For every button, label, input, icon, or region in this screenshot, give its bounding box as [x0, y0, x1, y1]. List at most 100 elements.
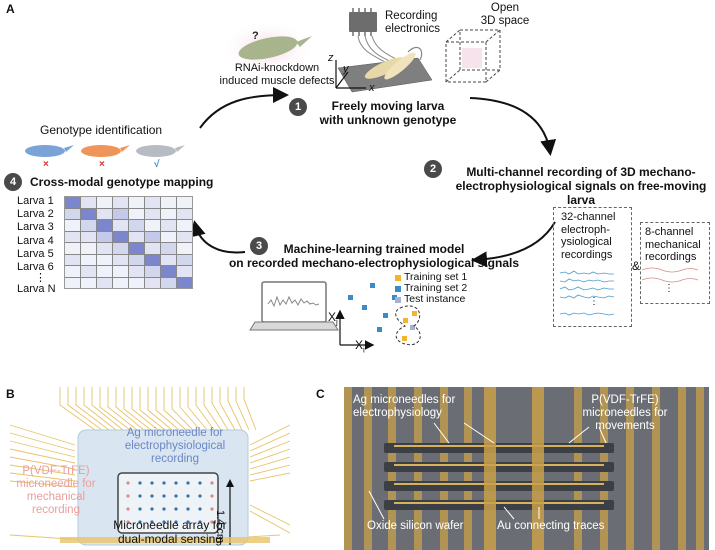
microneedle-dot	[210, 481, 214, 485]
larva-row-label: Larva 3	[17, 221, 54, 234]
microneedle-dot	[162, 520, 166, 524]
heatmap-cell	[65, 266, 80, 277]
heatmap-cell	[129, 231, 144, 242]
microneedle-array	[117, 472, 219, 534]
microneedle-dot	[138, 494, 142, 498]
microneedle-dot	[138, 520, 142, 524]
larva-question: ?	[252, 30, 259, 42]
heatmap-cell	[129, 277, 144, 288]
scale-label: 1.4 cm	[214, 510, 226, 544]
ampersand: &	[632, 259, 641, 273]
heatmap-cell	[161, 277, 176, 288]
pvdf-microneedle-label: P(VDF-TrFE) microneedle for mechanical r…	[16, 465, 96, 516]
heatmap-cell	[97, 254, 112, 265]
heatmap-cell	[113, 243, 128, 254]
heatmap-cell	[177, 220, 192, 231]
arrow-1-to-2	[469, 97, 557, 156]
heatmap-cell	[81, 277, 96, 288]
cluster-outline	[395, 305, 421, 346]
heatmap-cell	[129, 266, 144, 277]
heatmap-cell	[113, 254, 128, 265]
heatmap-cell	[113, 266, 128, 277]
ephys-waves	[559, 270, 615, 316]
rnai-label: RNAi-knockdown induced muscle defects	[219, 62, 335, 87]
panel-c-photo	[344, 387, 709, 550]
heatmap-cell	[177, 243, 192, 254]
rnai-larva-icon	[238, 36, 298, 60]
mark-check: √	[154, 159, 160, 170]
microneedle-dots	[126, 481, 214, 524]
heatmap-cell	[161, 243, 176, 254]
microneedle-dot	[162, 494, 166, 498]
heatmap-cell	[81, 254, 96, 265]
legend-label: Test instance	[404, 293, 466, 305]
gold-trace	[344, 387, 352, 550]
step-3-badge: 3	[250, 237, 268, 255]
microneedle-dot	[126, 520, 130, 524]
heatmap-cell	[145, 254, 160, 265]
y-label: y	[343, 63, 349, 75]
heatmap-cell	[65, 277, 80, 288]
legend-swatch	[395, 296, 401, 303]
arrow-2-to-3	[471, 221, 556, 268]
microneedle-dot	[162, 481, 166, 485]
larva-row-label: Larva 2	[17, 208, 54, 221]
open-space-label: Open 3D space	[480, 2, 530, 27]
step-4-title: Cross-modal genotype mapping	[30, 175, 214, 189]
heatmap-cell	[97, 243, 112, 254]
heatmap-cell	[81, 220, 96, 231]
heatmap-cell	[65, 220, 80, 231]
heatmap-cell	[65, 208, 80, 219]
heatmap-cell	[97, 231, 112, 242]
heatmap-cell	[145, 220, 160, 231]
mech-label: 8-channel mechanical recordings	[645, 226, 701, 263]
larva-row-label: Larva N	[17, 283, 56, 296]
arrow-3-to-4	[190, 220, 246, 254]
heatmap-cell	[97, 277, 112, 288]
y-axis	[335, 71, 349, 89]
cube-glow	[462, 48, 482, 68]
ml-legend: Training set 1 Training set 2 Test insta…	[395, 272, 467, 305]
microneedle-dot	[174, 520, 178, 524]
heatmap-cell	[113, 197, 128, 208]
heatmap-cell	[129, 220, 144, 231]
c-oxide-label: Oxide silicon wafer	[367, 520, 464, 532]
heatmap-cell	[177, 208, 192, 219]
gold-trace	[626, 387, 634, 550]
microneedle-dot	[210, 507, 214, 511]
larva-row-label: Larva 6	[17, 261, 54, 274]
microneedle-dot	[198, 507, 202, 511]
heatmap-cell	[65, 231, 80, 242]
microneedle-dot	[126, 481, 130, 485]
legend-swatch	[395, 274, 401, 281]
heatmap-cell	[177, 231, 192, 242]
microneedle-dot	[210, 520, 214, 524]
heatmap-cell	[129, 243, 144, 254]
gold-trace	[652, 387, 660, 550]
heatmap-cell	[161, 220, 176, 231]
heatmap-cell	[81, 197, 96, 208]
heatmap-cell	[177, 197, 192, 208]
larva-gray-icon	[136, 145, 176, 157]
larva-row-label: ⋮	[35, 272, 46, 285]
gold-trace	[678, 387, 686, 550]
electrode-pads	[394, 445, 604, 504]
mech-dots: ⋮	[664, 283, 674, 294]
step-1-badge: 1	[289, 98, 307, 116]
heatmap-cell	[97, 208, 112, 219]
microneedle-dot	[186, 494, 190, 498]
mech-waves	[641, 267, 699, 283]
microneedle-dot	[174, 494, 178, 498]
microneedle-dot	[198, 494, 202, 498]
heatmap-cell	[145, 231, 160, 242]
microneedle-dot	[186, 507, 190, 511]
heatmap-cell	[81, 243, 96, 254]
larva-row-label: Larva 1	[17, 195, 54, 207]
ephys-dots: ⋮	[589, 296, 599, 307]
heatmap-cell	[113, 277, 128, 288]
moving-larva-2-icon	[384, 52, 416, 80]
microneedle-dot	[150, 494, 154, 498]
heatmap-cell	[97, 266, 112, 277]
microneedle-dot	[174, 481, 178, 485]
